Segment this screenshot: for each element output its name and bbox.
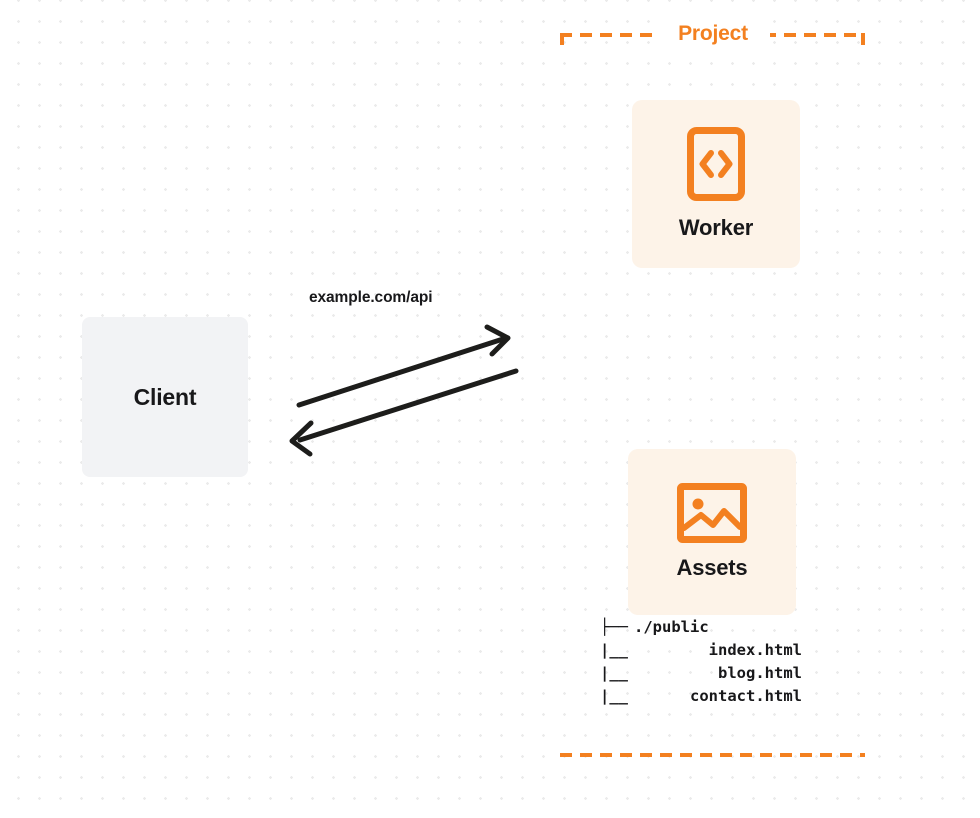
image-icon: [677, 483, 747, 543]
project-boundary: Project: [560, 19, 865, 757]
tree-branch-glyph: |__: [600, 687, 628, 705]
project-border-right: [861, 33, 865, 757]
project-border-top-right: [764, 33, 865, 37]
tree-item-name: index.html: [708, 641, 802, 659]
response-arrow: [289, 368, 519, 457]
client-node: Client: [82, 317, 248, 477]
project-border-top-left: [560, 33, 661, 37]
code-brackets-icon: [687, 127, 745, 201]
request-arrow: [296, 324, 511, 408]
client-label: Client: [133, 383, 197, 410]
file-tree-row: ├── ./public: [600, 616, 802, 639]
worker-label: Worker: [678, 215, 754, 240]
tree-branch-glyph: |__: [600, 641, 628, 659]
file-tree-row: |__ contact.html: [600, 685, 802, 708]
request-url-label: example.com/api: [309, 289, 433, 306]
project-border-bottom: [560, 753, 865, 757]
asset-file-tree: ├── ./public |__ index.html |__ blog.htm…: [600, 616, 802, 708]
project-title: Project: [656, 19, 770, 49]
file-tree-row: |__ blog.html: [600, 662, 802, 685]
tree-branch-glyph: ├──: [600, 618, 628, 636]
assets-label: Assets: [676, 555, 748, 580]
tree-branch-glyph: |__: [600, 664, 628, 682]
project-border-left: [560, 33, 564, 757]
assets-node: Assets: [628, 449, 796, 615]
worker-node: Worker: [632, 100, 800, 268]
file-tree-row: |__ index.html: [600, 639, 802, 662]
tree-item-name: contact.html: [690, 687, 802, 705]
tree-item-name: blog.html: [718, 664, 802, 682]
tree-item-name: ./public: [634, 618, 709, 636]
